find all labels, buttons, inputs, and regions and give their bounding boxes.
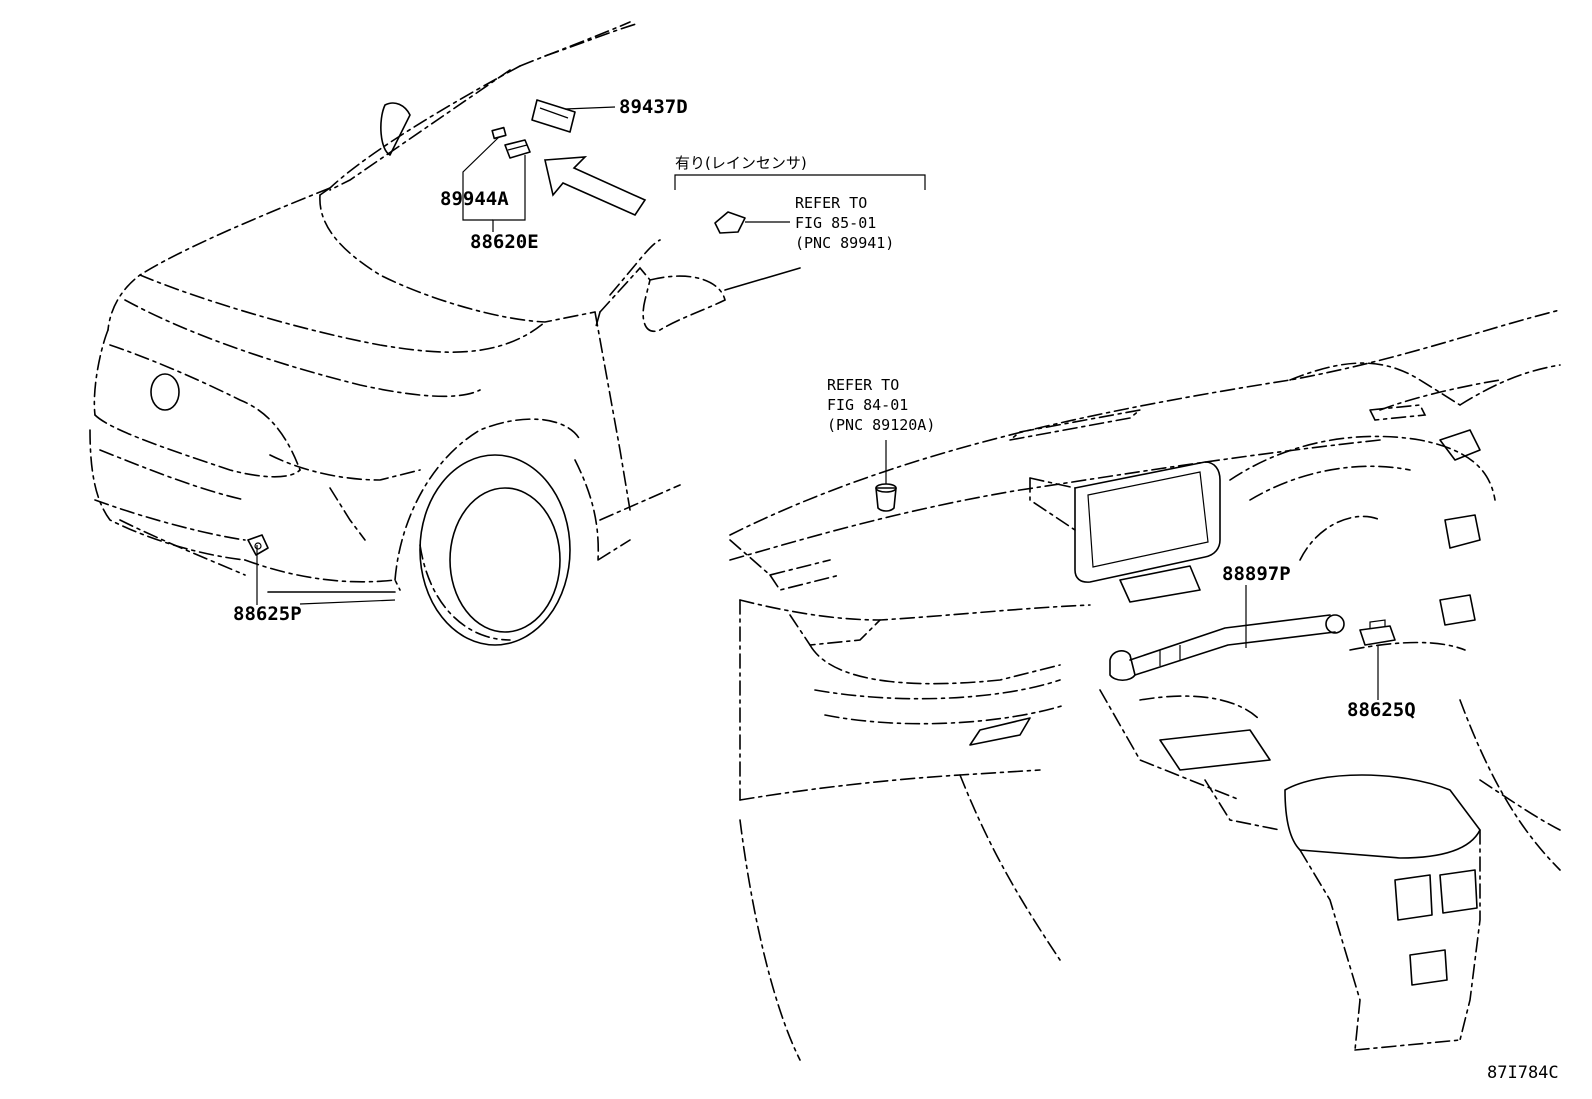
sensor-88625P-part	[247, 534, 269, 556]
view-direction-arrow	[544, 156, 647, 217]
part-label-88625P: 88625P	[233, 603, 302, 625]
part-label-88897P: 88897P	[1222, 563, 1291, 585]
interior-leader-lines	[1245, 585, 1379, 700]
dash-sensor-ref-line3: (PNC 89120A)	[827, 416, 935, 434]
part-label-89437D: 89437D	[619, 96, 688, 118]
rain-sensor-ref-line3: (PNC 89941)	[795, 234, 894, 252]
part-label-89944A: 89944A	[440, 188, 509, 210]
rain-sensor-ref-line1: REFER TO	[795, 194, 867, 212]
part-label-88620E: 88620E	[470, 231, 539, 253]
windshield-sensor-parts	[491, 99, 576, 159]
dash-sensor-part	[875, 440, 897, 512]
vehicle-exterior-drawing	[89, 21, 801, 646]
dash-sensor-ref-line2: FIG 84-01	[827, 396, 908, 414]
dash-sensor-ref-line1: REFER TO	[827, 376, 899, 394]
rain-sensor-bracket	[674, 174, 926, 234]
interior-dashboard-drawing	[729, 309, 1561, 1061]
figure-code: 87I784C	[1487, 1063, 1559, 1083]
rain-sensor-heading: 有り(レインセンサ)	[675, 154, 807, 172]
sensor-88625Q-part	[1359, 619, 1396, 646]
part-label-88625Q: 88625Q	[1347, 699, 1416, 721]
rain-sensor-ref-line2: FIG 85-01	[795, 214, 876, 232]
